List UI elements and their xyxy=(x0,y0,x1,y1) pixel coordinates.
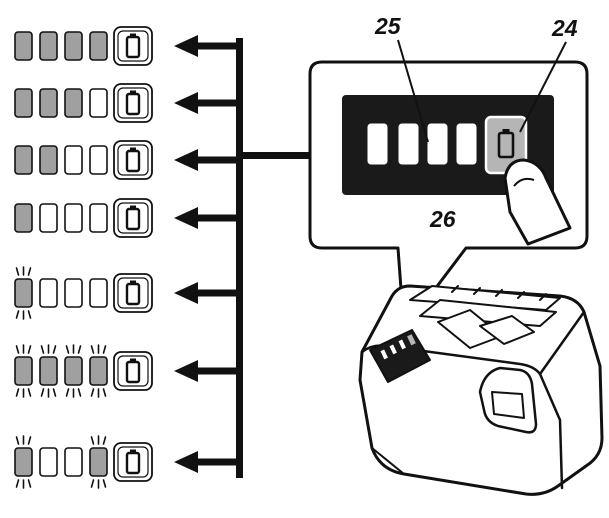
battery-icon xyxy=(125,33,141,59)
indicator-row xyxy=(14,435,153,489)
leader-25 xyxy=(397,39,429,143)
battery-icon xyxy=(497,129,515,159)
indicator-lamp-off xyxy=(89,278,108,308)
arrow-tree xyxy=(174,35,322,478)
panel-indicator-lamp xyxy=(456,123,477,165)
blink-rays-icon xyxy=(15,435,32,489)
indicator-lamp-on xyxy=(14,203,33,233)
indicator-row xyxy=(14,83,153,123)
arrow-left-icon xyxy=(174,35,240,57)
indicator-lamp-blink xyxy=(89,447,108,477)
check-button-symbol xyxy=(113,351,153,391)
panel-indicator-lamp xyxy=(367,123,388,165)
indicator-lamp-blink xyxy=(39,356,58,386)
indicator-row xyxy=(14,198,153,238)
indicator-lamp-on xyxy=(39,88,58,118)
check-button-symbol xyxy=(113,442,153,482)
indicator-lamp-on xyxy=(64,31,83,61)
indicator-row xyxy=(14,266,153,320)
indicator-lamp-off xyxy=(89,145,108,175)
arrow-left-icon xyxy=(174,149,240,171)
indicator-lamp-off xyxy=(39,203,58,233)
indicator-row xyxy=(14,26,153,66)
arrow-left-icon xyxy=(174,282,240,304)
indicator-lamp-blink xyxy=(64,356,83,386)
indicator-row xyxy=(14,344,153,398)
indicator-lamp-blink xyxy=(14,356,33,386)
arrow-left-icon xyxy=(174,207,240,229)
indicator-lamp-off xyxy=(64,145,83,175)
finger-pointer-icon xyxy=(503,158,572,246)
indicator-lamp-on xyxy=(89,31,108,61)
indicator-state-rows xyxy=(14,26,153,489)
check-button-symbol xyxy=(113,198,153,238)
magnified-callout: 25 24 26 xyxy=(308,13,589,332)
battery-icon xyxy=(125,90,141,116)
blink-rays-icon xyxy=(65,344,82,398)
arrow-left-icon xyxy=(174,360,240,382)
indicator-lamp-on xyxy=(64,88,83,118)
indicator-lamp-on xyxy=(14,145,33,175)
indicator-lamp-on xyxy=(39,31,58,61)
indicator-lamp-blink xyxy=(14,447,33,477)
indicator-lamp-off xyxy=(39,278,58,308)
blink-rays-icon xyxy=(90,344,107,398)
leader-24 xyxy=(519,41,567,133)
panel-indicator-lamp xyxy=(398,123,419,165)
indicator-lamp-blink xyxy=(14,278,33,308)
blink-rays-icon xyxy=(40,344,57,398)
connector-line xyxy=(236,152,322,159)
check-button-symbol xyxy=(113,26,153,66)
blink-rays-icon xyxy=(15,344,32,398)
indicator-lamp-off xyxy=(64,447,83,477)
indicator-lamp-off xyxy=(39,447,58,477)
battery-icon xyxy=(125,147,141,173)
callout-26: 26 xyxy=(429,206,456,232)
indicator-row xyxy=(14,140,153,180)
battery-pack-icon xyxy=(358,284,604,496)
callout-25: 25 xyxy=(374,13,402,39)
check-button-symbol xyxy=(113,273,153,313)
battery-icon xyxy=(125,358,141,384)
indicator-lamp-on xyxy=(39,145,58,175)
indicator-lamp-off xyxy=(89,88,108,118)
check-button-symbol xyxy=(113,140,153,180)
trunk-line xyxy=(236,38,243,478)
indicator-lamp-on xyxy=(14,31,33,61)
check-button-symbol xyxy=(113,83,153,123)
arrow-left-icon xyxy=(174,451,240,473)
indicator-lamp-blink xyxy=(89,356,108,386)
blink-rays-icon xyxy=(90,435,107,489)
indicator-lamp-on xyxy=(14,88,33,118)
battery-icon xyxy=(125,449,141,475)
panel-lamps xyxy=(367,123,477,165)
indicator-lamp-off xyxy=(64,278,83,308)
blink-rays-icon xyxy=(15,266,32,320)
panel-indicator-lamp xyxy=(427,123,448,165)
battery-icon xyxy=(125,280,141,306)
battery-icon xyxy=(125,205,141,231)
indicator-lamp-off xyxy=(64,203,83,233)
callout-24: 24 xyxy=(551,15,578,41)
arrow-left-icon xyxy=(174,92,240,114)
indicator-lamp-off xyxy=(89,203,108,233)
